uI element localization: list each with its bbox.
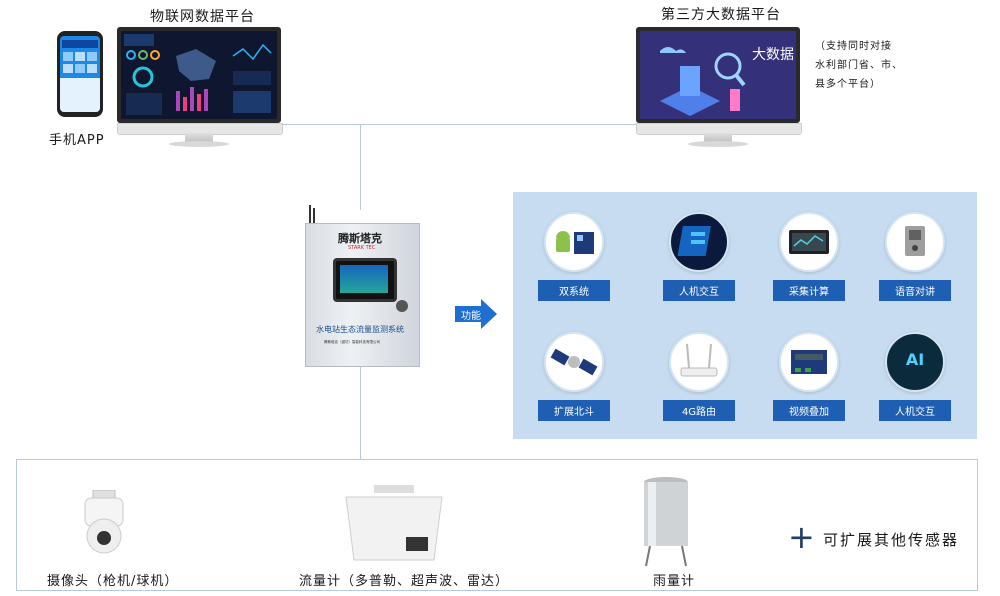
function-item-hmi: 人机交互 xyxy=(653,212,745,301)
camera-label: 摄像头（枪机/球机） xyxy=(47,574,179,589)
third-party-note: （支持同时对接 水利部门省、市、 县多个平台） xyxy=(815,37,903,94)
raingauge-label: 雨量计 xyxy=(653,574,696,589)
monitoring-device: 腾斯塔克 STARK TEC 水电站生态流量监测系统 腾斯塔克（潍坊）智能科技有… xyxy=(305,223,420,367)
video-module-icon xyxy=(779,332,839,392)
function-item-calc: 采集计算 xyxy=(763,212,855,301)
raingauge-icon xyxy=(642,476,690,568)
connector-top-vertical xyxy=(360,124,361,210)
bigdata-screen: 大数据 xyxy=(640,31,796,119)
flowmeter-label: 流量计（多普勒、超声波、雷达） xyxy=(299,574,510,589)
ai-icon: AI xyxy=(885,332,945,392)
third-party-platform-title: 第三方大数据平台 xyxy=(661,7,781,23)
third-party-monitor: 大数据 xyxy=(636,27,802,149)
ai-text: AI xyxy=(905,350,925,369)
mobile-app-label: 手机APP xyxy=(49,133,105,148)
device-brand-en: STARK TEC xyxy=(348,245,376,251)
android-board-icon xyxy=(544,212,604,272)
function-arrow-label: 功能 xyxy=(461,311,481,322)
satellite-icon xyxy=(544,332,604,392)
function-button-calc: 采集计算 xyxy=(773,280,845,301)
expand-plus-icon: + xyxy=(788,518,815,556)
device-system-name: 水电站生态流量监测系统 xyxy=(316,325,404,334)
dashboard-screen xyxy=(124,34,272,115)
tablet-icon xyxy=(779,212,839,272)
function-item-ai: AI 人机交互 xyxy=(869,332,961,421)
function-button-dual-system: 双系统 xyxy=(538,280,610,301)
iot-platform-monitor xyxy=(117,27,283,149)
third-party-note-line1: （支持同时对接 xyxy=(815,41,892,52)
expand-sensors-label: 可扩展其他传感器 xyxy=(823,531,960,549)
device-company: 腾斯塔克（潍坊）智能科技有限公司 xyxy=(324,340,380,344)
function-button-hmi: 人机交互 xyxy=(663,280,735,301)
device-lock-icon xyxy=(396,300,408,312)
function-item-beidou: 扩展北斗 xyxy=(528,332,620,421)
bigdata-screen-text: 大数据 xyxy=(752,47,794,63)
function-panel: 双系统 人机交互 采集计算 语音对 xyxy=(513,192,977,439)
function-button-4g-router: 4G路由 xyxy=(663,400,735,421)
function-item-dual-system: 双系统 xyxy=(528,212,620,301)
router-icon xyxy=(669,332,729,392)
function-item-video-overlay: 视频叠加 xyxy=(763,332,855,421)
touch-screen-icon xyxy=(669,212,729,272)
connector-top-horizontal xyxy=(280,124,636,125)
phone-image xyxy=(57,31,103,117)
iot-platform-title: 物联网数据平台 xyxy=(150,9,255,25)
intercom-icon xyxy=(885,212,945,272)
function-item-intercom: 语音对讲 xyxy=(869,212,961,301)
third-party-note-line3: 县多个平台） xyxy=(815,79,881,90)
function-button-ai: 人机交互 xyxy=(879,400,951,421)
function-item-4g-router: 4G路由 xyxy=(653,332,745,421)
sensor-panel: 摄像头（枪机/球机） 流量计（多普勒、超声波、雷达） 雨量计 + 可扩展其他传感… xyxy=(16,459,978,591)
connector-bottom-vertical xyxy=(360,365,361,460)
flowmeter-icon xyxy=(344,485,444,567)
function-button-beidou: 扩展北斗 xyxy=(538,400,610,421)
function-arrow xyxy=(455,299,497,329)
function-button-video-overlay: 视频叠加 xyxy=(773,400,845,421)
third-party-note-line2: 水利部门省、市、 xyxy=(815,60,903,71)
function-button-intercom: 语音对讲 xyxy=(879,280,951,301)
camera-icon xyxy=(79,489,129,558)
device-brand: 腾斯塔克 xyxy=(338,232,382,245)
device-screen xyxy=(333,258,397,302)
